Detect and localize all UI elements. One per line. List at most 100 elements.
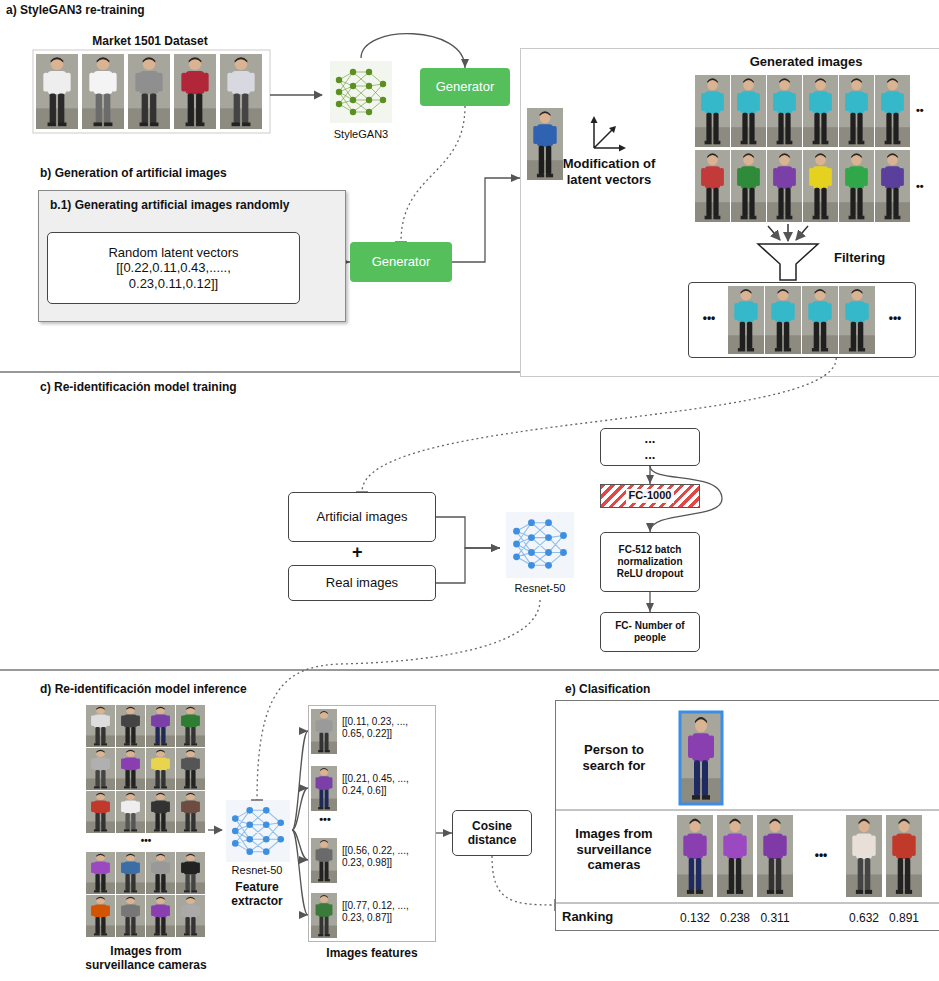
generated-images-part xyxy=(802,286,838,354)
generated-images-part xyxy=(695,75,730,147)
camera-images-part xyxy=(208,829,222,830)
layer-box: FC- Number of people xyxy=(600,612,700,652)
caption-text: Images from surveillance cameras xyxy=(80,944,212,973)
camera-images-part xyxy=(116,705,145,747)
network-icon-part xyxy=(513,519,567,568)
method-panel: b.1) Generating artificial images random… xyxy=(38,190,346,322)
generated-images-part xyxy=(728,286,764,354)
generated-images-part-part xyxy=(594,121,621,148)
camera-images-part xyxy=(146,895,175,937)
ellipsis: ••• xyxy=(85,835,207,847)
generated-images-part xyxy=(839,150,874,222)
arrowhead xyxy=(299,911,308,919)
node-text: 0.311 xyxy=(757,911,793,925)
dataset-photos-part xyxy=(220,54,262,129)
node-text: Real images xyxy=(326,575,398,591)
connector xyxy=(292,727,308,919)
arrowhead xyxy=(511,174,520,182)
network-icon xyxy=(226,61,574,862)
camera-images-part xyxy=(116,791,145,833)
ellipsis: •• xyxy=(916,104,924,117)
camera-images-part xyxy=(146,705,175,747)
arrowhead xyxy=(299,856,308,864)
ranking-table-art-part xyxy=(846,815,882,897)
node-text: FC-512 batch normalization ReLU dropout xyxy=(605,544,695,580)
camera-images-part xyxy=(86,705,115,747)
dataset-photos-part xyxy=(270,94,322,95)
arrowhead xyxy=(646,475,654,484)
generated-images-part xyxy=(731,75,766,147)
connector-line xyxy=(257,600,540,800)
dataset-photos-part xyxy=(33,50,270,133)
connector xyxy=(361,34,469,68)
arrowhead xyxy=(646,523,654,532)
node-text: Modification of latent vectors xyxy=(546,156,672,187)
node-text: Filtering xyxy=(834,250,914,266)
process-box: Real images xyxy=(288,565,436,601)
connector xyxy=(436,544,500,583)
node-text: b.1) Generating artificial images random… xyxy=(50,198,340,212)
node-text: ••• xyxy=(878,311,912,325)
network-icon-part xyxy=(336,69,386,115)
dataset-photos-part xyxy=(82,54,124,129)
connector-line xyxy=(436,548,500,583)
camera-images-part xyxy=(116,895,145,937)
arrowhead xyxy=(443,829,452,837)
section-title: a) StyleGAN3 re-training xyxy=(6,3,145,17)
ranking-table: Person to search forImages from surveill… xyxy=(555,700,939,931)
removed-layer: FC-1000 xyxy=(600,484,700,508)
ranking-table-art-part xyxy=(680,712,722,804)
generated-images-part xyxy=(609,126,616,133)
ellipsis: •• xyxy=(916,180,924,193)
plus-sign: + xyxy=(352,543,363,561)
connector xyxy=(436,829,452,837)
dataset-photos-part xyxy=(36,54,78,129)
camera-images-part xyxy=(311,893,337,938)
camera-images-part xyxy=(86,748,115,790)
ranking-table-art-part xyxy=(681,713,721,803)
node-text: Generated images xyxy=(700,54,912,70)
arrowhead xyxy=(646,603,654,612)
generated-images-part xyxy=(839,75,874,147)
camera-images-part xyxy=(311,838,337,883)
network-node: Resnet-50Feature extractor xyxy=(222,800,292,915)
generated-images-part xyxy=(796,226,808,240)
generated-images-part xyxy=(695,150,730,222)
camera-images-part xyxy=(176,852,205,894)
arrowhead xyxy=(299,727,308,735)
node-text: StyleGAN3 xyxy=(322,128,400,141)
section-title: d) Re-identificación model inference xyxy=(40,682,247,696)
camera-images-part xyxy=(311,766,337,811)
node-text: 0.238 xyxy=(717,911,753,925)
filtered-strip: •••••• xyxy=(688,282,916,358)
arrowhead xyxy=(491,544,500,552)
connector xyxy=(395,106,465,242)
process-box: Artificial images xyxy=(288,492,436,542)
node-text: Images features xyxy=(308,946,436,960)
generated-images-part xyxy=(731,150,766,222)
generated-images-part xyxy=(839,286,875,354)
dataset-photos xyxy=(33,50,322,133)
node-text: Generator xyxy=(436,79,495,95)
connector-line xyxy=(361,34,465,68)
generated-images-part xyxy=(765,286,801,354)
section-separator-part xyxy=(0,371,520,373)
ranking-table-art-part xyxy=(886,815,922,897)
section-title: c) Re-identificación model training xyxy=(40,380,237,394)
connector-line xyxy=(292,788,308,830)
connector-line xyxy=(292,830,308,915)
camera-images-part xyxy=(176,791,205,833)
connector-line xyxy=(362,358,836,492)
node-text: ••• xyxy=(800,848,842,862)
network-node: Resnet-50 xyxy=(500,510,580,600)
generated-images-part xyxy=(875,75,910,147)
generated-images xyxy=(527,75,910,354)
node-text: Ranking xyxy=(562,909,662,925)
camera-images-part xyxy=(176,895,205,937)
generated-images-part xyxy=(758,244,818,280)
node-text: Feature extractor xyxy=(216,880,298,909)
generator-box: Generator xyxy=(350,242,452,282)
generated-images-part xyxy=(591,116,598,123)
dataset-photos-part xyxy=(128,54,170,129)
generated-images-part xyxy=(527,108,563,180)
